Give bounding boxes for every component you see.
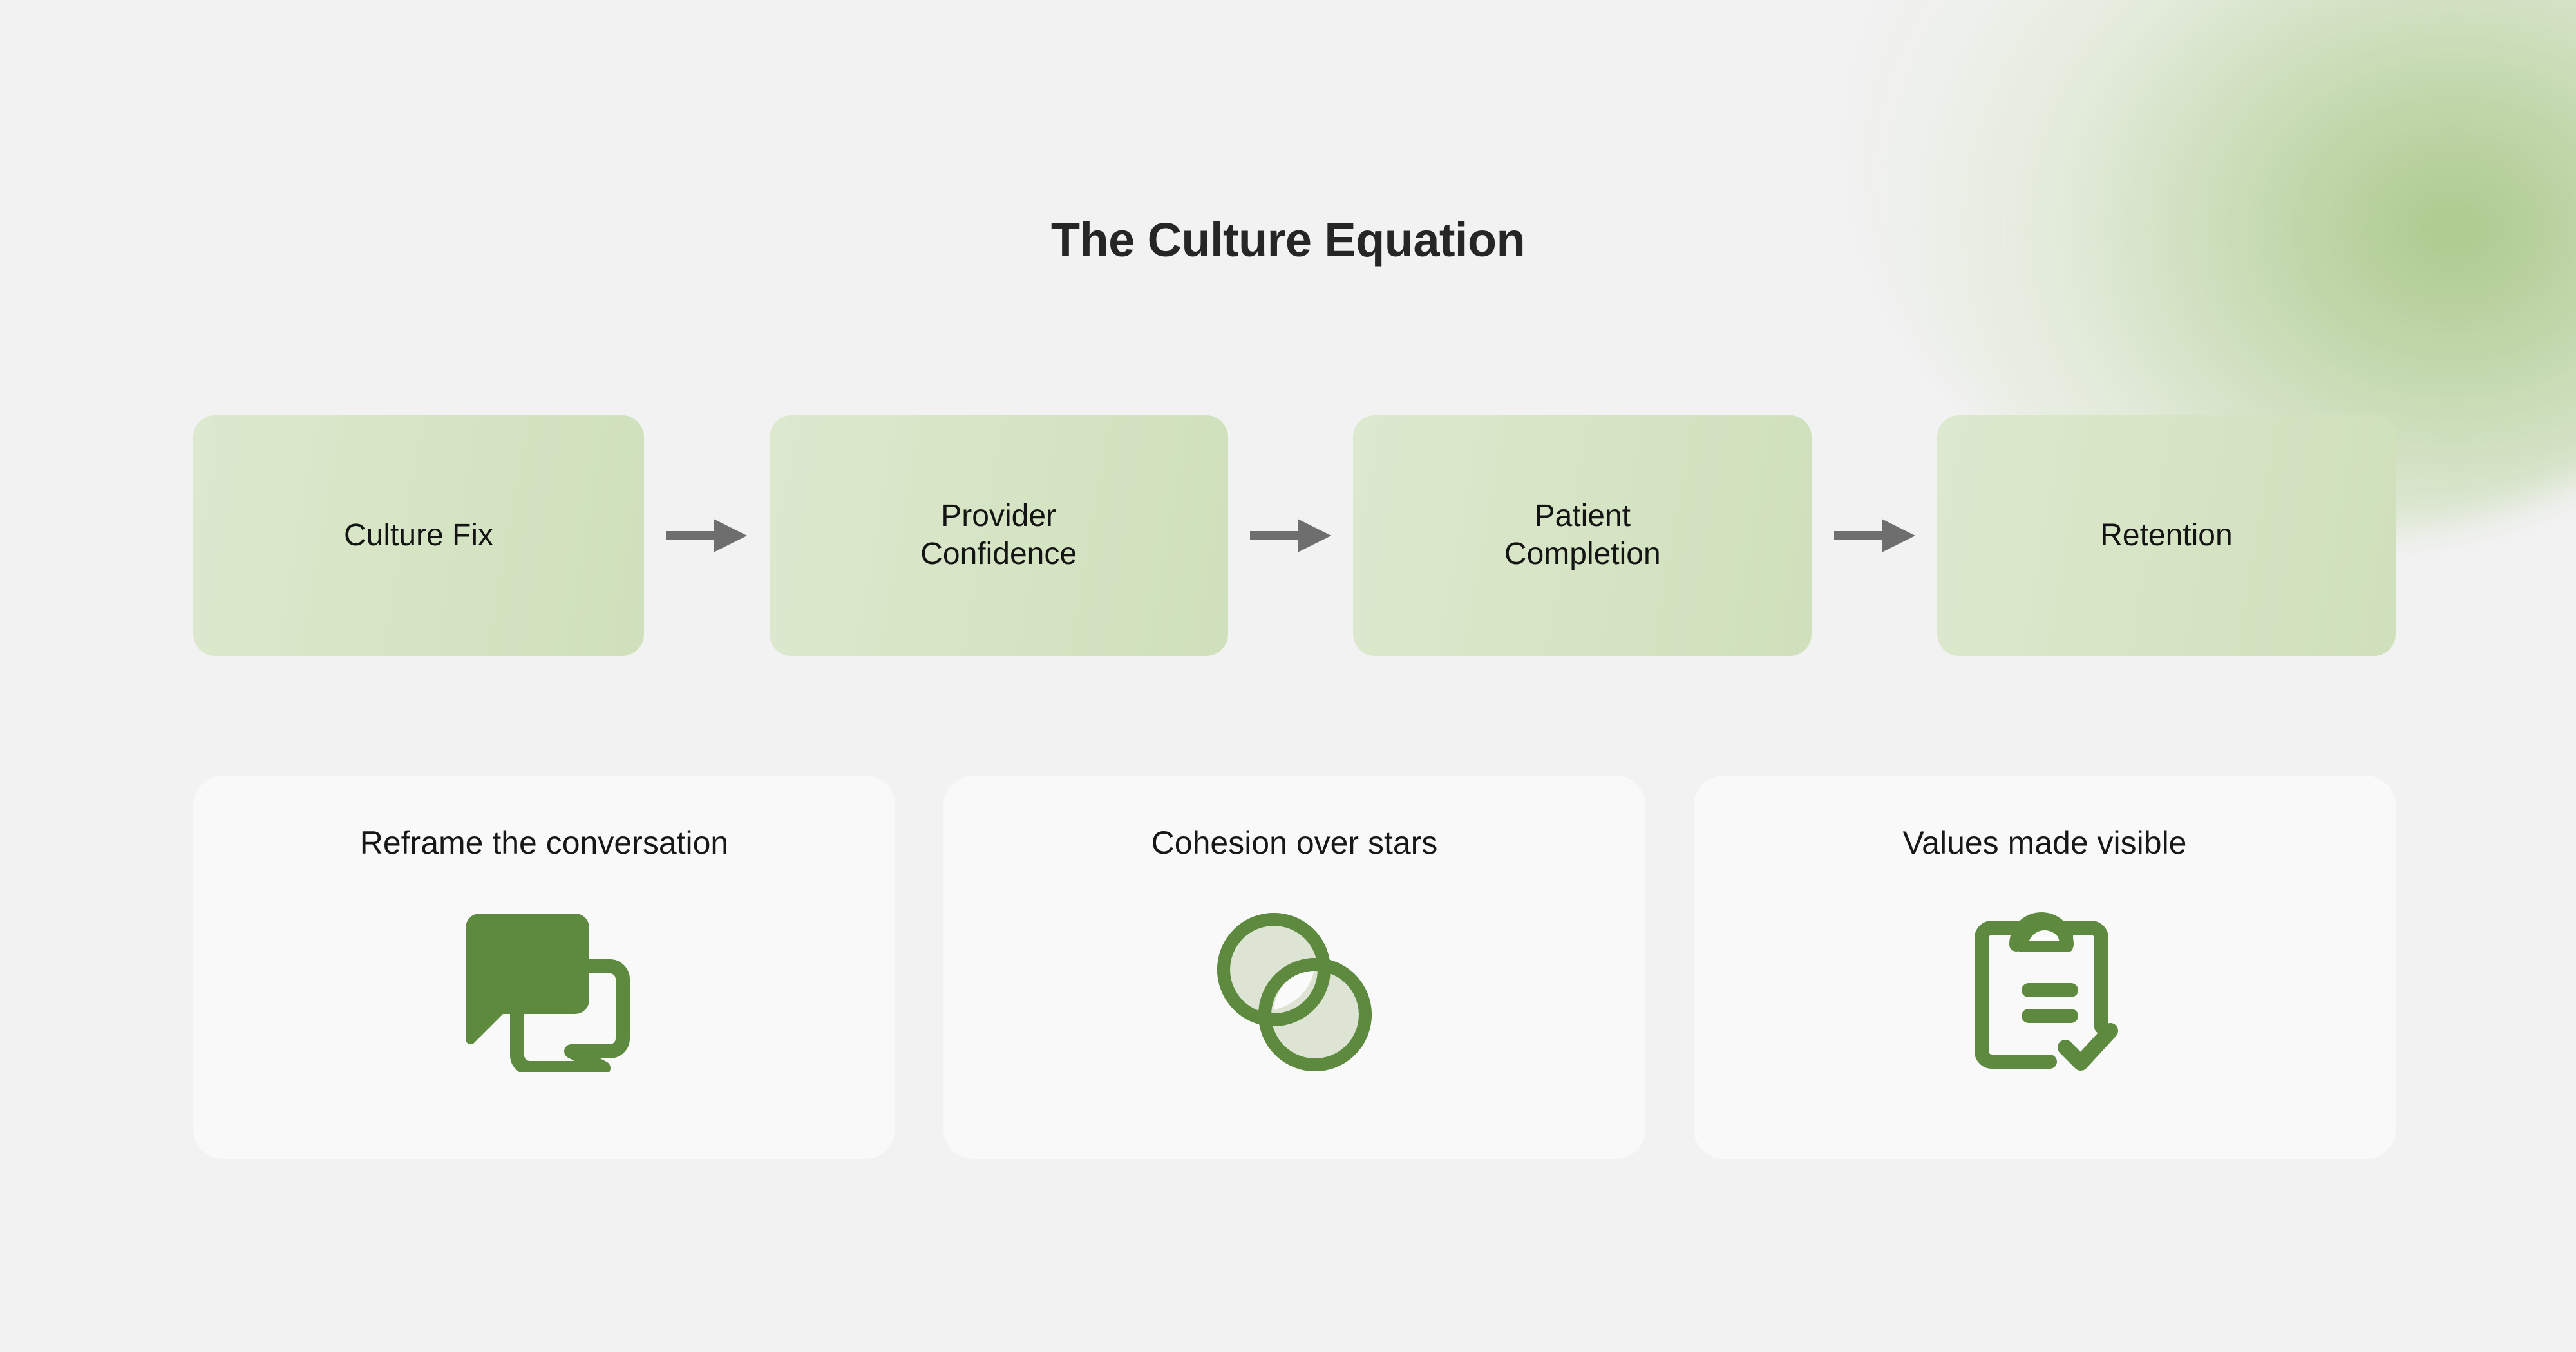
clipboard-check-icon bbox=[1948, 905, 2141, 1078]
flow-step-3: Retention bbox=[1937, 415, 2396, 656]
flow-box-label-group: Provider Confidence bbox=[920, 498, 1077, 573]
card-title: Reframe the conversation bbox=[359, 825, 729, 861]
principles-card-row: Reframe the conversation Cohesion over s… bbox=[193, 776, 2396, 1159]
flow-box-label-group: Retention bbox=[2100, 517, 2232, 555]
card-title: Cohesion over stars bbox=[1151, 825, 1438, 861]
page-title: The Culture Equation bbox=[1050, 213, 1526, 267]
flow-box-label-line-1: Patient bbox=[1534, 499, 1631, 534]
flow-box-provider-confidence[interactable]: Provider Confidence bbox=[769, 415, 1228, 656]
flow-box-label-group: Culture Fix bbox=[344, 517, 493, 555]
flow-box-label-line-2: Confidence bbox=[920, 537, 1077, 571]
flow-box-label-line-2: Completion bbox=[1504, 537, 1661, 571]
feature-card-cohesion-over-stars[interactable]: Cohesion over stars bbox=[943, 776, 1645, 1159]
flow-box-label-line-1: Provider bbox=[941, 499, 1057, 534]
card-title: Values made visible bbox=[1902, 825, 2187, 861]
culture-equation-flow: Culture Fix Provider Confidence bbox=[193, 407, 2396, 664]
arrow-right-icon bbox=[1245, 513, 1336, 558]
flow-box-culture-fix[interactable]: Culture Fix bbox=[193, 415, 644, 656]
feature-card-reframe-the-conversation[interactable]: Reframe the conversation bbox=[193, 776, 895, 1159]
arrow-right-icon bbox=[661, 513, 752, 558]
flow-step-2: Patient Completion bbox=[1353, 415, 1812, 656]
flow-box-label: Culture Fix bbox=[343, 518, 494, 552]
chat-bubbles-icon bbox=[448, 905, 641, 1078]
flow-box-label: Retention bbox=[2100, 518, 2233, 552]
flow-box-patient-completion[interactable]: Patient Completion bbox=[1353, 415, 1812, 656]
arrow-right-icon bbox=[1830, 513, 1920, 558]
flow-step-1: Provider Confidence bbox=[769, 415, 1228, 656]
flow-box-retention[interactable]: Retention bbox=[1937, 415, 2396, 656]
flow-box-label-group: Patient Completion bbox=[1504, 498, 1661, 573]
flow-step-0: Culture Fix bbox=[193, 415, 644, 656]
interlocking-circles-icon bbox=[1198, 905, 1391, 1078]
feature-card-values-made-visible[interactable]: Values made visible bbox=[1694, 776, 2396, 1159]
